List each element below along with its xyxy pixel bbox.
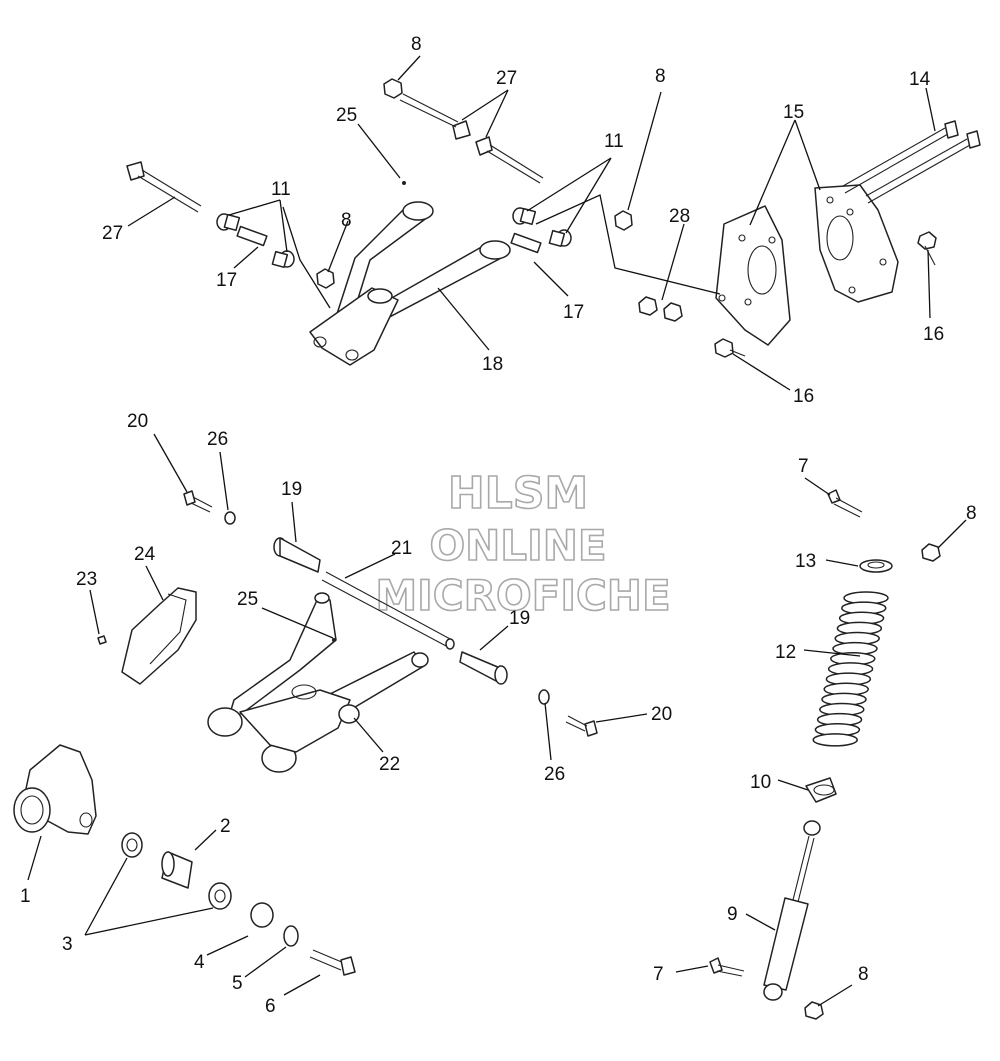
nut-8-shock-top xyxy=(921,543,941,562)
callout-19-upper: 19 xyxy=(281,479,302,500)
callout-27-left: 27 xyxy=(102,223,123,244)
callout-8-top: 8 xyxy=(411,34,422,55)
shock-assembly xyxy=(709,489,941,1020)
leader-lines xyxy=(27,55,967,1007)
sleeve-19-lower xyxy=(459,651,508,685)
callout-23: 23 xyxy=(76,569,97,590)
callout-13: 13 xyxy=(795,551,816,572)
watermark: HLSM ONLINE MICROFICHE xyxy=(375,467,672,621)
callout-25-lower: 25 xyxy=(237,589,258,610)
callout-7-lower: 7 xyxy=(653,964,664,985)
retainer-13 xyxy=(859,559,893,573)
washer-26-left xyxy=(224,511,236,525)
bolt-20-left xyxy=(183,490,213,513)
bolt-16-lower xyxy=(714,338,746,358)
watermark-line-1: HLSM xyxy=(448,468,588,519)
bushings-11-left xyxy=(216,213,295,269)
callout-19-lower: 19 xyxy=(509,608,530,629)
callout-2: 2 xyxy=(220,816,231,837)
bolt-27-upper-a xyxy=(399,93,471,140)
washer-5 xyxy=(283,925,299,947)
callout-16-lower: 16 xyxy=(793,386,814,407)
hub-carrier-1 xyxy=(13,744,97,835)
screw-23 xyxy=(97,635,107,645)
bearing-3-right xyxy=(208,882,232,910)
callout-20-left: 20 xyxy=(127,411,148,432)
callout-1: 1 xyxy=(20,886,31,907)
callout-12: 12 xyxy=(775,642,796,663)
spacer-2 xyxy=(161,851,193,889)
bracket-15-right xyxy=(814,184,899,303)
callout-8-shock-top: 8 xyxy=(966,503,977,524)
bolt-7-lower xyxy=(709,957,745,977)
callout-16-right: 16 xyxy=(923,324,944,345)
callout-4: 4 xyxy=(194,952,205,973)
callout-8-shock-bottom: 8 xyxy=(858,964,869,985)
callout-6: 6 xyxy=(265,996,276,1017)
bolt-27-left xyxy=(126,161,202,213)
upper-a-arm-assembly xyxy=(126,78,981,366)
callout-17-right: 17 xyxy=(563,302,584,323)
washer-26-right xyxy=(538,689,550,705)
callout-9: 9 xyxy=(727,904,738,925)
bolt-16-right xyxy=(917,231,937,266)
sleeve-19-upper xyxy=(273,537,321,573)
watermark-line-2: ONLINE xyxy=(429,521,606,570)
callout-7-upper: 7 xyxy=(798,456,809,477)
callout-20-right: 20 xyxy=(651,704,672,725)
shock-9 xyxy=(763,820,821,1001)
callout-18: 18 xyxy=(482,354,503,375)
bolt-6 xyxy=(309,949,356,976)
washer-4 xyxy=(250,902,274,928)
upper-a-arm-18 xyxy=(309,181,511,366)
bolt-14-pair xyxy=(842,120,981,204)
hub-assembly xyxy=(13,744,356,976)
callout-22: 22 xyxy=(379,754,400,775)
watermark-line-3: MICROFICHE xyxy=(375,571,670,620)
callout-8-upper-right: 8 xyxy=(655,66,666,87)
callout-8-upper-mid: 8 xyxy=(341,210,352,231)
callout-11-right: 11 xyxy=(604,131,624,152)
callout-15: 15 xyxy=(783,102,804,123)
callout-24: 24 xyxy=(134,544,156,565)
bracket-15-left xyxy=(715,205,791,346)
bolt-20-right xyxy=(565,715,598,737)
callout-numbers: 1 2 3 4 5 6 7 7 8 8 8 8 8 9 10 11 11 12 … xyxy=(20,34,977,1017)
callout-5: 5 xyxy=(232,973,243,994)
bushings-11-right xyxy=(510,207,572,254)
guard-24 xyxy=(121,587,197,685)
callout-11-left: 11 xyxy=(271,179,291,200)
bolt-27-upper-b xyxy=(475,136,544,184)
pivot-shaft-21 xyxy=(321,571,455,650)
nut-28-b xyxy=(663,302,683,322)
nut-8-mid xyxy=(316,268,335,289)
spring-coil xyxy=(812,733,858,747)
callout-3: 3 xyxy=(62,934,73,955)
spring-12 xyxy=(812,591,889,747)
callout-27-top: 27 xyxy=(496,68,517,89)
callout-14: 14 xyxy=(909,69,931,90)
callout-21: 21 xyxy=(391,538,412,559)
callout-17-left: 17 xyxy=(216,270,237,291)
callout-25-upper: 25 xyxy=(336,105,357,126)
callout-26-right: 26 xyxy=(544,764,565,785)
callout-10: 10 xyxy=(750,772,771,793)
bolt-7-upper xyxy=(827,489,863,518)
callout-26-left: 26 xyxy=(207,429,228,450)
lower-a-arm-assembly xyxy=(97,490,598,773)
bearing-3-left xyxy=(121,832,143,858)
nut-8-top xyxy=(383,78,403,99)
callout-28: 28 xyxy=(669,206,690,227)
nut-28-a xyxy=(638,296,658,316)
nut-8-right xyxy=(614,210,633,231)
retainer-10 xyxy=(805,777,837,803)
